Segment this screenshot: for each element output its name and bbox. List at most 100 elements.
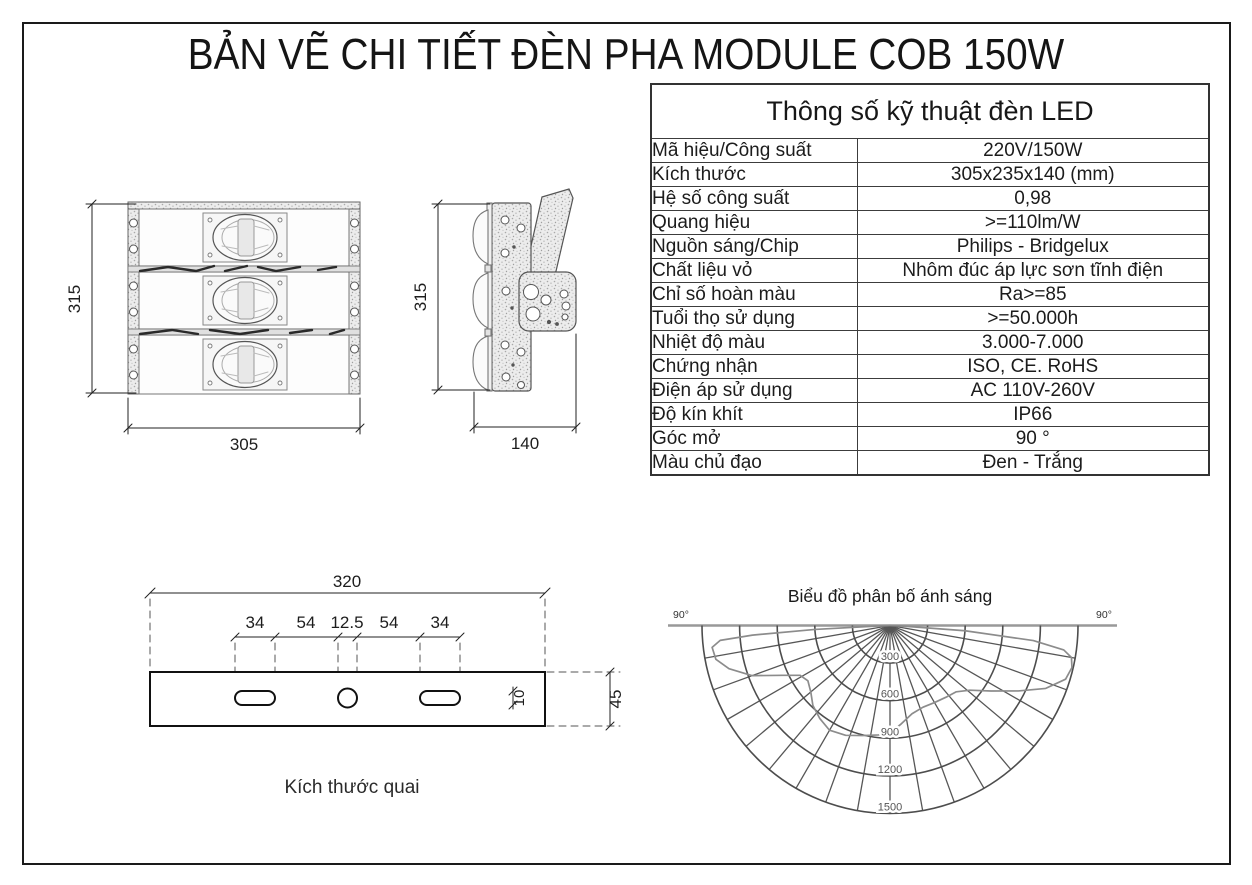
bracket-seg-label-2: 12.5 — [330, 613, 363, 632]
polar-spoke — [889, 624, 1076, 659]
side-height-label: 315 — [411, 283, 430, 311]
spec-value: 305x235x140 (mm) — [856, 162, 1210, 187]
polar-ring — [701, 625, 1079, 815]
spec-value: >=50.000h — [856, 306, 1210, 331]
front-right-rail — [348, 208, 361, 395]
front-height-label: 315 — [65, 285, 84, 313]
spec-row: Tuổi thọ sử dụng>=50.000h — [650, 306, 1210, 331]
polar-spoke — [825, 625, 891, 803]
page-title: BẢN VẼ CHI TIẾT ĐÈN PHA MODULE COB 150W — [187, 30, 1065, 79]
spec-value: Đen - Trắng — [856, 450, 1210, 476]
polar-ring-label: 300 — [881, 651, 899, 663]
front-width-label: 305 — [230, 435, 258, 454]
spec-label: Nhiệt độ màu — [650, 330, 858, 355]
polar-spoke — [889, 625, 985, 789]
spec-value: Nhôm đúc áp lực sơn tĩnh điện — [856, 258, 1210, 283]
side-body-holes — [500, 215, 526, 389]
polar-spoke — [889, 625, 1035, 747]
polar-spoke — [856, 625, 891, 811]
polar-spoke — [768, 625, 891, 770]
intensity-curve — [711, 624, 1073, 737]
polar-ring — [851, 625, 929, 664]
spec-value: 0,98 — [856, 186, 1210, 211]
polar-ring-label: 600 — [881, 689, 899, 701]
spec-value: 220V/150W — [856, 138, 1210, 163]
spec-value: ISO, CE. RoHS — [856, 354, 1210, 379]
light-distribution-chart: Biểu đồ phân bố ánh sáng 90° 90° 3006009… — [668, 586, 1117, 816]
polar-spoke — [889, 625, 955, 803]
bracket-seg-label-4: 34 — [431, 613, 450, 632]
bracket-total-width-dimension — [144, 587, 551, 599]
polar-ring-label: 900 — [881, 726, 899, 738]
spec-label: Chỉ số hoàn màu — [650, 282, 858, 307]
polar-ring — [776, 625, 1004, 740]
spec-value: IP66 — [856, 402, 1210, 427]
bracket-seg-label-0: 34 — [246, 613, 265, 632]
front-cob-lenses — [212, 213, 278, 389]
bracket-height-dimension — [605, 667, 615, 731]
spec-label: Màu chủ đạo — [650, 450, 858, 476]
side-depth-dimension — [469, 333, 581, 434]
front-side-view-drawing: 315 305 — [65, 188, 581, 454]
side-view: 315 140 — [411, 188, 581, 453]
side-height-dimension — [431, 199, 491, 395]
polar-spoke — [726, 624, 891, 721]
spec-label: Điện áp sử dụng — [650, 378, 858, 403]
spec-label: Hệ số công suất — [650, 186, 858, 211]
bracket-drawing: 320 34 54 12.5 54 34 — [144, 572, 625, 798]
spec-label: Chứng nhận — [650, 354, 858, 379]
polar-spoke — [795, 625, 891, 789]
front-view: 315 305 — [65, 199, 365, 454]
bracket-total-width-label: 320 — [333, 572, 361, 591]
polar-spoke — [889, 624, 1054, 721]
spec-table-title: Thông số kỹ thuật đèn LED — [650, 83, 1210, 139]
spec-row: Quang hiệu>=110lm/W — [650, 210, 1210, 235]
polar-ring — [814, 625, 966, 702]
spec-label: Chất liệu vỏ — [650, 258, 858, 283]
spec-value: 90 ° — [856, 426, 1210, 451]
right-angle-label: 90° — [1096, 609, 1112, 621]
bracket-dimension-drawing: 320 34 54 12.5 54 34 — [144, 572, 625, 798]
front-height-dimension — [85, 199, 137, 398]
spec-label: Độ kín khít — [650, 402, 858, 427]
spec-table-header-row: Thông số kỹ thuật đèn LED — [650, 83, 1210, 139]
polar-spoke — [745, 625, 891, 747]
spec-value: Philips - Bridgelux — [856, 234, 1210, 259]
bracket-plate — [149, 671, 546, 727]
bracket-caption: Kích thước quai — [284, 777, 419, 798]
spec-label: Kích thước — [650, 162, 858, 187]
polar-ring-label: 1500 — [878, 802, 902, 814]
spec-value: 3.000-7.000 — [856, 330, 1210, 355]
bracket-height-label: 45 — [606, 690, 625, 709]
polar-spoke — [704, 624, 891, 659]
spec-table: Thông số kỹ thuật đèn LED Mã hiệu/Công s… — [650, 83, 1210, 476]
front-rail-holes — [129, 218, 359, 380]
polar-spoke — [713, 624, 891, 691]
spec-label: Mã hiệu/Công suất — [650, 138, 858, 163]
spec-value: Ra>=85 — [856, 282, 1210, 307]
spec-value: AC 110V-260V — [856, 378, 1210, 403]
spec-value: >=110lm/W — [856, 210, 1210, 235]
front-width-dimension — [123, 397, 365, 435]
polar-spoke — [889, 624, 1067, 691]
bracket-holes — [234, 687, 461, 709]
bracket-hole-height-label: 10 — [511, 690, 528, 707]
front-left-rail — [127, 208, 140, 395]
polar-spoke — [889, 625, 1012, 770]
bracket-seg-label-3: 54 — [380, 613, 399, 632]
page-border — [22, 22, 1231, 865]
